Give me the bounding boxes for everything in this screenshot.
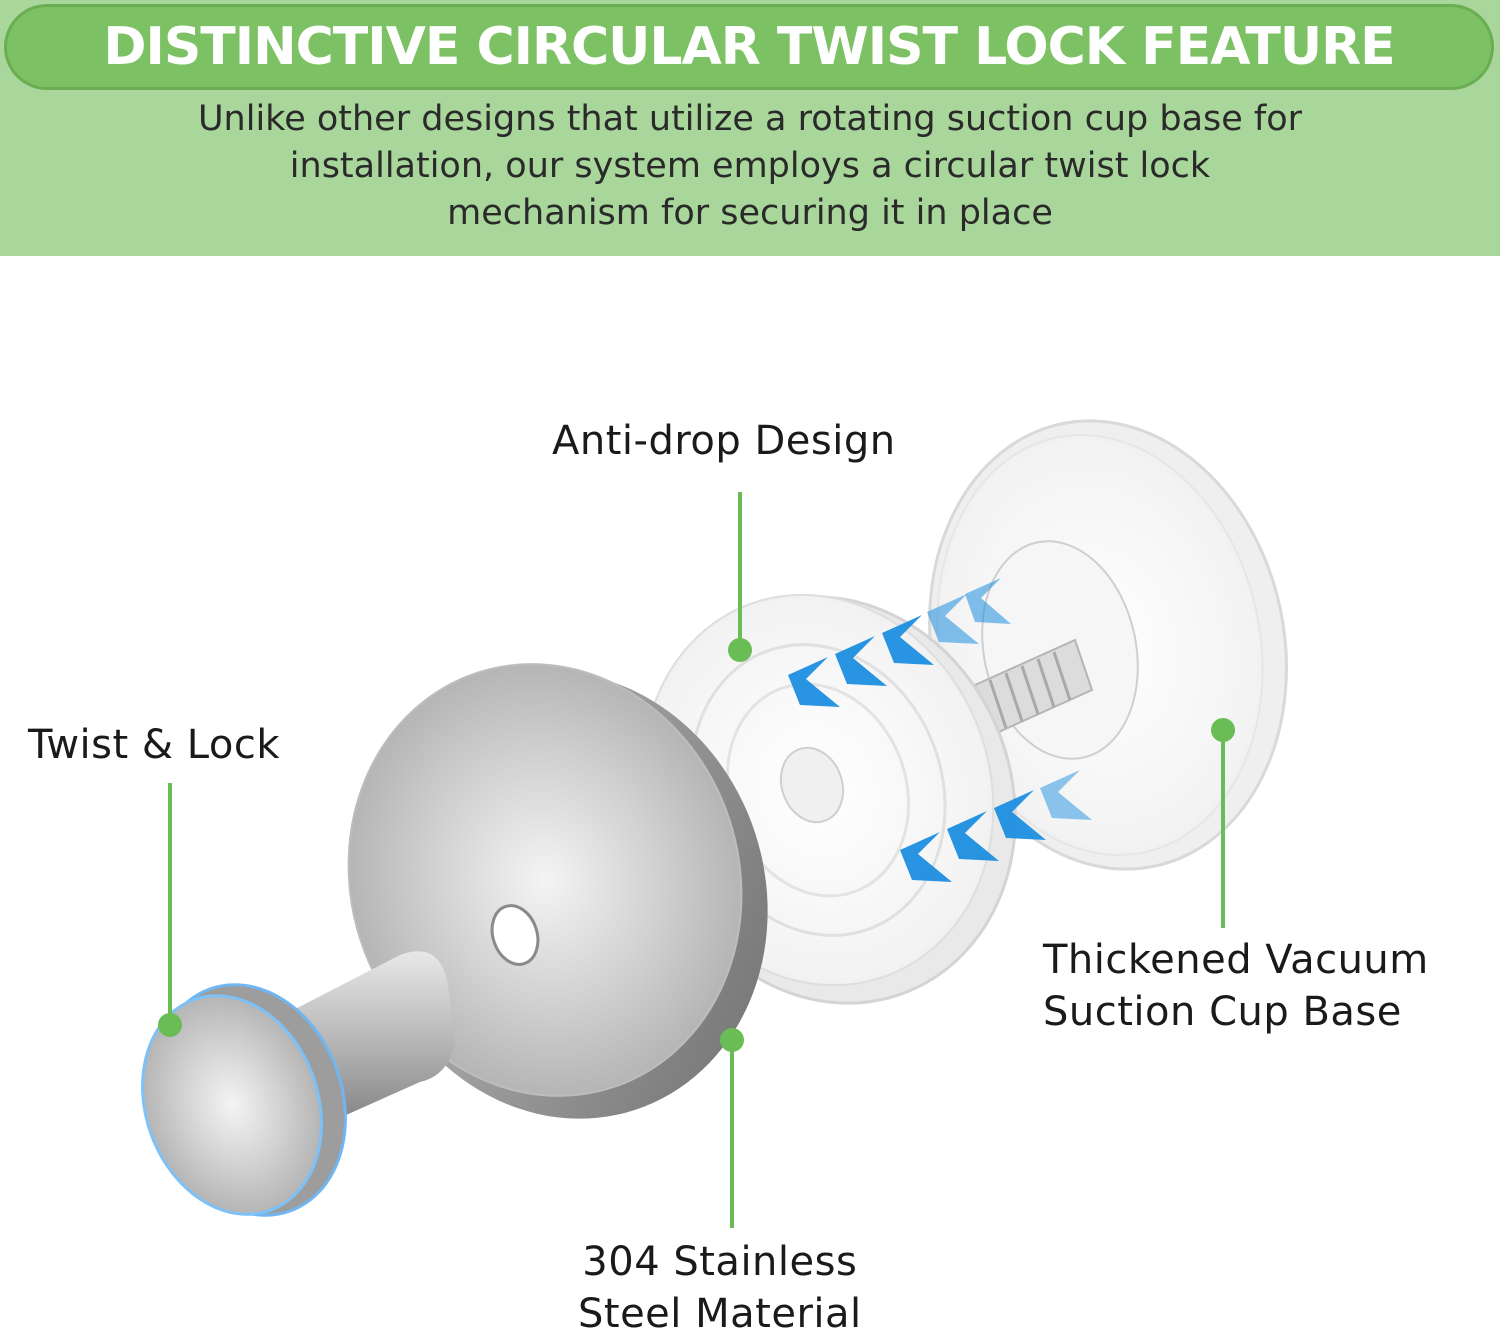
material-line-2: Steel Material [578, 1291, 862, 1337]
suction-base-line-2: Suction Cup Base [1043, 989, 1402, 1035]
description-line-1: Unlike other designs that utilize a rota… [197, 99, 1303, 139]
suction-base-line-1: Thickened Vacuum [1043, 937, 1429, 983]
header-banner: DISTINCTIVE CIRCULAR TWIST LOCK FEATURE … [0, 0, 1500, 256]
suction-cup-base [928, 419, 1288, 871]
threaded-screw [973, 638, 1094, 737]
twist-direction-arrows [788, 578, 1092, 882]
stainless-hook [141, 663, 768, 1217]
material-label: 304 Stainless Steel Material [578, 1236, 862, 1340]
twist-lock-label: Twist & Lock [28, 722, 280, 768]
feature-description: Unlike other designs that utilize a rota… [60, 96, 1440, 237]
description-line-2: installation, our system employs a circu… [289, 146, 1211, 186]
suction-base-label: Thickened Vacuum Suction Cup Base [1043, 934, 1429, 1038]
callout-lines [158, 492, 1235, 1228]
product-illustration [141, 419, 1288, 1228]
description-line-3: mechanism for securing it in place [447, 193, 1053, 233]
page-title: DISTINCTIVE CIRCULAR TWIST LOCK FEATURE [103, 17, 1395, 77]
anti-drop-label: Anti-drop Design [552, 418, 896, 464]
material-line-1: 304 Stainless [582, 1239, 858, 1285]
title-banner: DISTINCTIVE CIRCULAR TWIST LOCK FEATURE [4, 4, 1494, 90]
